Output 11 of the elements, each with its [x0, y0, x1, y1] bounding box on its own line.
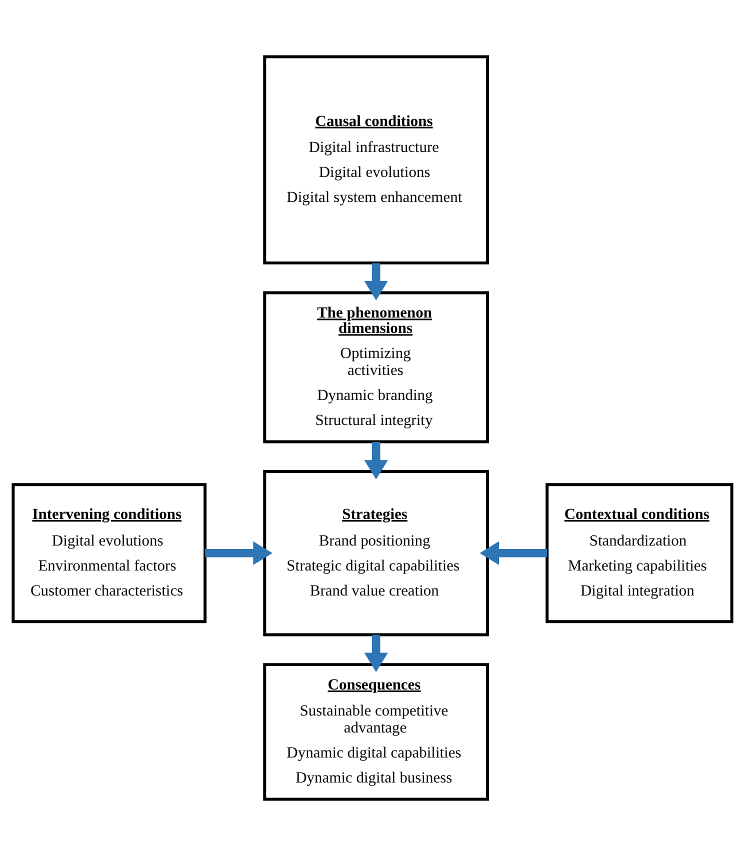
arrow	[364, 262, 388, 300]
node-box: Causal conditions Digital infrastructure Digital evolutions Digital system enhancement	[263, 54, 489, 264]
node-box: Strategies Brand positioning Strategic digital capabilities Brand value creation	[263, 470, 489, 636]
arrow	[364, 442, 388, 479]
node-box: Intervening conditions Digital evolutions Environmental factors Customer characteristics	[12, 482, 207, 623]
node-box: Consequences Sustainable competitive advantage Dynamic digital capabilities Dynamic digital business	[263, 662, 489, 800]
arrow	[364, 634, 388, 672]
node-box: Contextual conditions Standardization Marketing capabilities Digital integration	[546, 482, 734, 623]
arrow	[205, 540, 272, 564]
arrow	[480, 540, 547, 564]
node-box: The phenomenon dimensions Optimizing activities Dynamic branding Structural integrity	[263, 290, 489, 443]
